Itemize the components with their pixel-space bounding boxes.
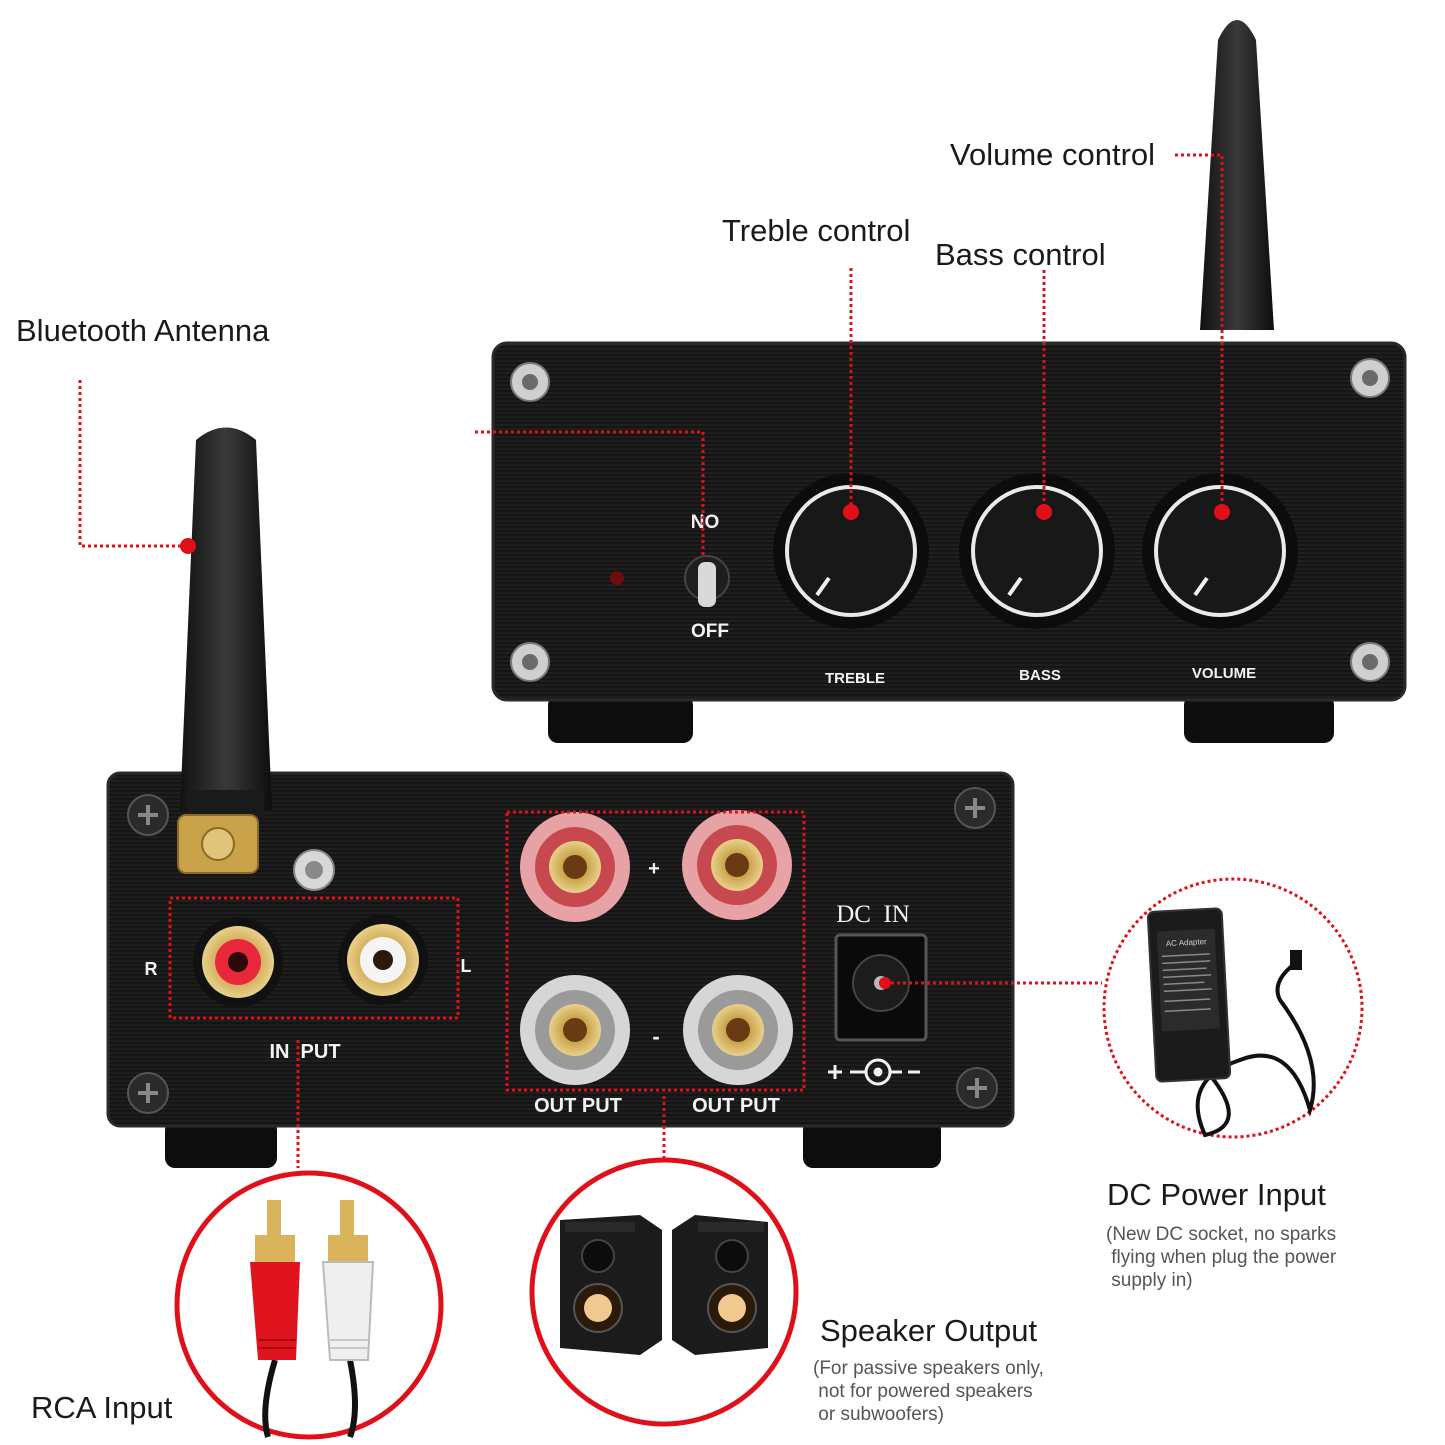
output-left-label: OUT PUT <box>534 1095 622 1117</box>
rear-antenna <box>177 427 272 874</box>
bass-label: BASS <box>1019 667 1061 684</box>
rear-amplifier-unit: R L IN PUT + - OUT PUT OUT PUT DC IN <box>106 427 1015 1168</box>
speaker-terminal-right-negative[interactable] <box>683 975 793 1085</box>
channel-l-label: L <box>461 956 472 976</box>
adapter-dotted-circle <box>1102 877 1364 1139</box>
volume-callout-line <box>1175 153 1224 512</box>
volume-label: VOLUME <box>1192 665 1256 682</box>
speaker-output-label: Speaker Output <box>820 1313 1038 1348</box>
front-amplifier-unit: NO OFF TREBLE BASS VOLUME <box>491 20 1407 743</box>
speaker-terminal-left-negative[interactable] <box>520 975 630 1085</box>
switch-on-label: NO <box>691 512 720 533</box>
treble-label: TREBLE <box>825 670 885 687</box>
output-right-label: OUT PUT <box>692 1095 780 1117</box>
antenna-callout-line <box>78 380 188 548</box>
rca-cable-image <box>174 1170 444 1440</box>
treble-control-label: Treble control <box>722 213 911 248</box>
rca-input-right-jack[interactable] <box>193 917 283 1007</box>
speaker-terminal-right-positive[interactable] <box>682 810 792 920</box>
dc-in-label: DC IN <box>836 901 910 928</box>
speaker-left <box>560 1215 662 1355</box>
speaker-output-note: (For passive speakers only, not for powe… <box>813 1358 1044 1425</box>
output-highlight-box <box>505 810 806 1092</box>
bluetooth-antenna-label: Bluetooth Antenna <box>16 313 270 348</box>
dc-power-note: (New DC socket, no sparks flying when pl… <box>1106 1224 1337 1291</box>
adapter-label: AC Adapter <box>1166 937 1208 948</box>
switch-callout-line <box>475 430 705 555</box>
minus-label: - <box>652 1024 659 1049</box>
callout-dots <box>180 504 1230 989</box>
dc-power-input-label: DC Power Input <box>1107 1177 1326 1212</box>
bass-knob[interactable] <box>959 473 1115 629</box>
plus-label: + <box>648 858 660 880</box>
rca-input-label: RCA Input <box>31 1390 173 1425</box>
speaker-terminal-left-positive[interactable] <box>520 812 630 922</box>
bass-control-label: Bass control <box>935 237 1106 272</box>
power-toggle-switch[interactable] <box>684 555 730 607</box>
power-led <box>610 571 624 585</box>
switch-off-label: OFF <box>691 621 729 642</box>
ac-adapter-image: AC Adapter <box>1146 907 1316 1138</box>
rear-screws <box>127 787 998 1114</box>
passive-speakers-image <box>529 1157 799 1427</box>
volume-knob[interactable] <box>1142 473 1298 629</box>
treble-knob[interactable] <box>773 473 929 629</box>
volume-control-label: Volume control <box>950 137 1156 172</box>
front-antenna <box>1200 20 1274 330</box>
input-label: IN PUT <box>269 1041 340 1063</box>
dc-power-jack[interactable] <box>834 933 928 1042</box>
channel-r-label: R <box>145 959 158 979</box>
speaker-right <box>672 1215 768 1355</box>
callout-lines <box>78 153 1364 1168</box>
rca-input-left-jack[interactable] <box>338 915 428 1005</box>
polarity-symbol <box>828 1058 920 1086</box>
input-highlight-box <box>168 896 460 1020</box>
